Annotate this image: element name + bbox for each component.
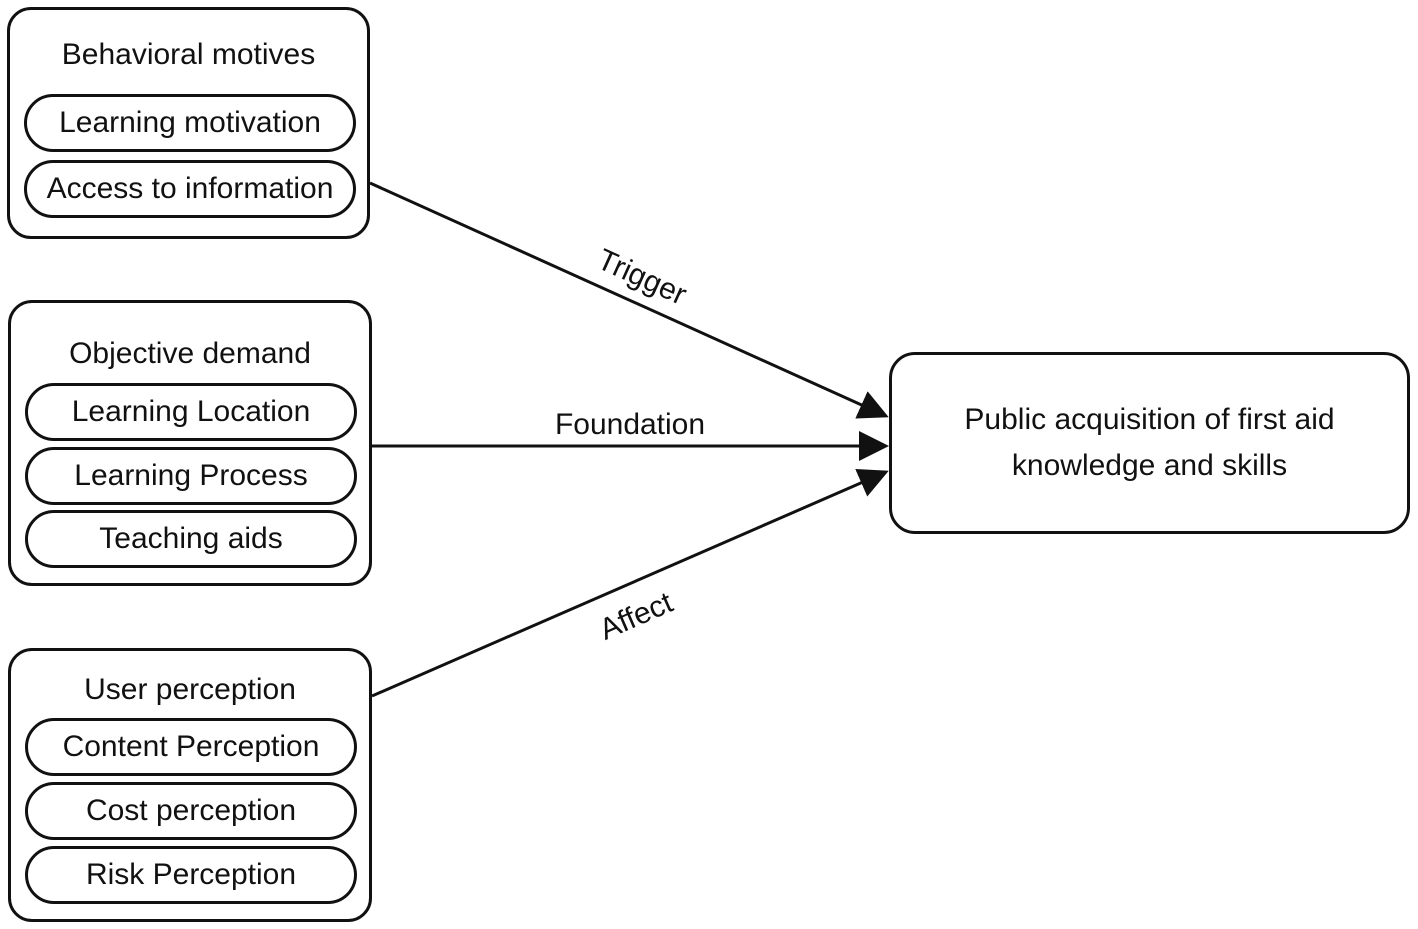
target-label-line2: knowledge and skills xyxy=(1011,449,1288,482)
item-learning-process: Learning Process xyxy=(25,447,357,505)
group-user-perception: User perception Content Perception Cost … xyxy=(8,648,372,922)
arrow-affect xyxy=(371,469,889,698)
item-access-to-information: Access to information xyxy=(24,160,356,218)
item-content-perception: Content Perception xyxy=(25,718,357,776)
edge-label-foundation: Foundation xyxy=(555,408,705,441)
group-title-objective-demand: Objective demand xyxy=(69,337,311,370)
item-learning-motivation: Learning motivation xyxy=(24,94,356,152)
group-behavioral-motives: Behavioral motives Learning motivation A… xyxy=(7,7,370,239)
group-objective-demand: Objective demand Learning Location Learn… xyxy=(8,300,372,586)
target-box: Public acquisition of first aid knowledg… xyxy=(889,352,1410,534)
item-learning-location: Learning Location xyxy=(25,383,357,441)
item-teaching-aids: Teaching aids xyxy=(25,510,357,568)
item-risk-perception: Risk Perception xyxy=(25,846,357,904)
group-title-behavioral-motives: Behavioral motives xyxy=(61,38,316,71)
target-label-line1: Public acquisition of first aid xyxy=(964,403,1335,436)
arrow-trigger xyxy=(369,181,889,419)
item-cost-perception: Cost perception xyxy=(25,782,357,840)
edge-label-trigger: Trigger xyxy=(592,243,691,312)
group-title-user-perception: User perception xyxy=(84,673,296,706)
